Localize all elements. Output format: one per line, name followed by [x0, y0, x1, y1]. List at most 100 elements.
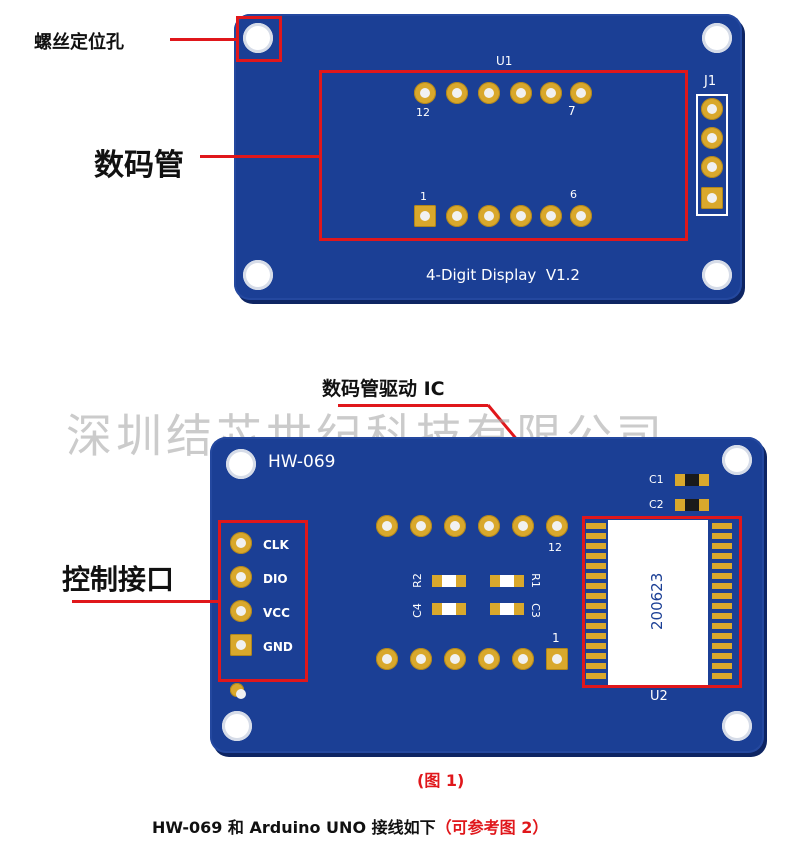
ic-pin — [586, 653, 606, 659]
r1-label: R1 — [528, 573, 542, 588]
ic-pin — [586, 613, 606, 619]
ic-pin — [712, 613, 732, 619]
display-pad — [478, 205, 500, 227]
display-pad — [478, 82, 500, 104]
j1-pad — [701, 156, 723, 178]
mount-hole-bottom-right — [702, 260, 732, 290]
mount-hole-bottom-left — [243, 260, 273, 290]
j1-header-outline — [696, 94, 728, 216]
ic-pin — [586, 593, 606, 599]
display-pad — [512, 648, 534, 670]
highlight-digit-tube — [319, 70, 688, 241]
callout-digit-tube: 数码管 — [94, 148, 184, 183]
capacitor-c1 — [675, 474, 709, 486]
j1-pad — [701, 98, 723, 120]
callout-line-digit-tube — [200, 155, 319, 158]
ic-pin — [586, 633, 606, 639]
c1-label: C1 — [649, 473, 664, 486]
mount-hole-top-right — [722, 445, 752, 475]
ic-pin — [586, 673, 606, 679]
resistor-r2 — [432, 575, 466, 587]
r2-label: R2 — [410, 573, 424, 588]
callout-mount-hole: 螺丝定位孔 — [34, 32, 124, 53]
c3-label: C3 — [528, 603, 542, 618]
display-pad — [410, 648, 432, 670]
ic-pin — [586, 603, 606, 609]
display-pad — [512, 515, 534, 537]
ic-pin — [712, 573, 732, 579]
mount-hole-top-left — [226, 449, 256, 479]
capacitor-c3 — [490, 603, 524, 615]
c4-label: C4 — [410, 603, 424, 618]
pin-7-label: 7 — [568, 104, 576, 118]
display-pad — [446, 205, 468, 227]
display-pad-square — [414, 205, 436, 227]
ic-pin — [586, 533, 606, 539]
ic-pin — [586, 563, 606, 569]
display-pad — [546, 515, 568, 537]
j1-pad — [701, 127, 723, 149]
pin-vcc-label: VCC — [263, 606, 290, 620]
callout-control-port: 控制接口 — [62, 563, 175, 596]
wiring-caption-line: HW-069 和 Arduino UNO 接线如下（可参考图 2） — [152, 814, 548, 838]
capacitor-c4 — [432, 603, 466, 615]
u1-label: U1 — [496, 54, 513, 68]
ic-pin — [712, 583, 732, 589]
j1-label: J1 — [704, 74, 717, 89]
ic-pin — [712, 623, 732, 629]
driver-ic-body — [608, 520, 708, 685]
pin-12-label: 12 — [548, 541, 562, 554]
pin-12-label: 12 — [416, 106, 430, 119]
ic-pin — [712, 543, 732, 549]
ic-pin — [586, 643, 606, 649]
resistor-r1 — [490, 575, 524, 587]
pin-1-label: 1 — [420, 190, 427, 203]
j1-pad-square — [701, 187, 723, 209]
wiring-caption-text: HW-069 和 Arduino UNO 接线如下 — [152, 818, 436, 837]
ic-pin — [712, 643, 732, 649]
display-pad — [478, 515, 500, 537]
callout-line-driver-ic — [338, 404, 488, 407]
display-pad — [540, 205, 562, 227]
pin-1-label: 1 — [552, 631, 560, 645]
display-pad — [444, 515, 466, 537]
pin-clk-label: CLK — [263, 538, 289, 552]
ic-pin — [712, 633, 732, 639]
display-pad — [510, 82, 532, 104]
highlight-mount-hole — [236, 16, 282, 62]
header-pad-dio — [230, 566, 252, 588]
c2-label: C2 — [649, 498, 664, 511]
ic-pin — [712, 593, 732, 599]
display-pad — [376, 515, 398, 537]
display-pad — [444, 648, 466, 670]
ic-pin — [586, 623, 606, 629]
u2-label: U2 — [650, 689, 668, 704]
mount-hole-top-right — [702, 23, 732, 53]
ic-pin — [586, 663, 606, 669]
highlight-control-port — [218, 520, 308, 682]
board-model-label: HW-069 — [268, 452, 336, 472]
ic-pin — [712, 523, 732, 529]
ic-pin — [586, 553, 606, 559]
figure-caption: (图 1) — [417, 771, 465, 790]
display-pad — [570, 82, 592, 104]
callout-driver-ic: 数码管驱动 IC — [322, 378, 445, 400]
display-pad — [414, 82, 436, 104]
pin-6-label: 6 — [570, 188, 577, 201]
extra-pad — [230, 683, 246, 699]
ic-pin — [586, 583, 606, 589]
header-pad-gnd — [230, 634, 252, 656]
callout-line-control-port — [72, 600, 218, 603]
ic-pin — [712, 533, 732, 539]
mount-hole-bottom-right — [722, 711, 752, 741]
display-pad — [510, 205, 532, 227]
ic-pin — [586, 523, 606, 529]
display-pad — [410, 515, 432, 537]
pin-gnd-label: GND — [263, 640, 293, 654]
pin-dio-label: DIO — [263, 572, 288, 586]
ic-pin — [712, 553, 732, 559]
ic-pin — [712, 563, 732, 569]
capacitor-c2 — [675, 499, 709, 511]
board-silk-title: 4-Digit Display V1.2 — [426, 266, 580, 284]
ic-pin — [712, 663, 732, 669]
